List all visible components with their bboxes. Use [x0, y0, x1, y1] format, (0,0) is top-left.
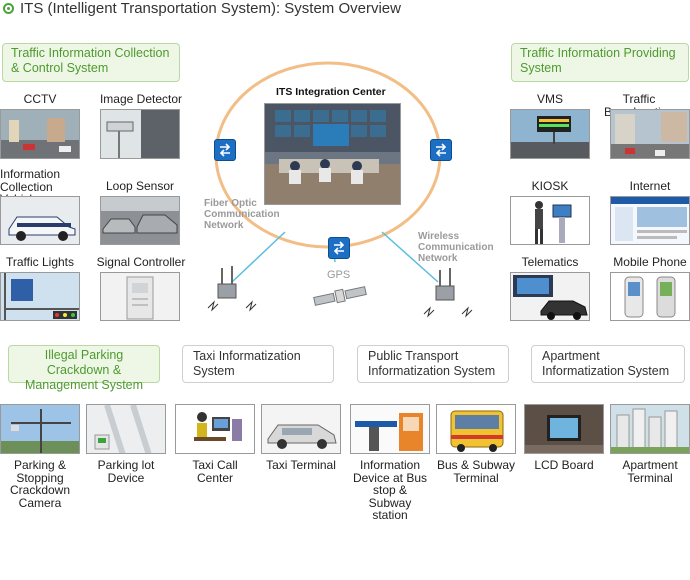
right-network-hub-icon — [430, 139, 452, 161]
mobile-phone-image — [610, 272, 690, 321]
internet-image — [610, 196, 690, 245]
lcd-board-image — [524, 404, 604, 454]
bus-terminal-image — [436, 404, 516, 454]
info-device-image — [350, 404, 430, 454]
signal-controller-label: Signal Controller — [96, 255, 186, 269]
kiosk-image — [510, 196, 590, 245]
traffic-lights-image — [0, 272, 80, 321]
taxi-terminal-image — [261, 404, 341, 454]
lcd-board-label: LCD Board — [534, 458, 594, 472]
mobile-phone-label: Mobile Phone — [613, 255, 687, 269]
fiber-link-line — [231, 231, 286, 283]
traffic-lights-label: Traffic Lights — [5, 255, 75, 269]
integration-center-title: ITS Integration Center — [276, 86, 386, 98]
image-detector-label: Image Detector — [99, 92, 183, 106]
parking-camera-image — [0, 404, 80, 454]
taxi-call-center-label: Taxi Call Center — [192, 458, 238, 485]
category-parking-crackdown: Illegal Parking Crackdown & Management S… — [8, 345, 160, 392]
vms-label: VMS — [536, 92, 563, 106]
integration-center-image — [264, 103, 401, 205]
bus-terminal-label: Bus & Subway Terminal — [436, 458, 516, 485]
page-title: ITS (Intelligent Transportation System):… — [20, 0, 401, 17]
category-taxi: Taxi Informatization System — [182, 345, 334, 383]
wireless-network-label: Wireless Communication Network — [418, 231, 494, 264]
gps-network-hub-icon — [328, 237, 350, 259]
apartment-terminal-image — [610, 404, 690, 454]
category-info-providing: Traffic Information Providing System — [511, 43, 689, 82]
category-collection-control: Traffic Information Collection & Control… — [2, 43, 180, 82]
info-vehicle-image — [0, 196, 80, 245]
gps-satellite-icon — [313, 286, 367, 306]
parking-lot-label: Parking lot Device — [97, 458, 155, 485]
signal-controller-image — [100, 272, 180, 321]
title-bullet-icon — [3, 3, 14, 14]
cctv-image — [0, 109, 80, 159]
wireless-link-line — [381, 231, 439, 283]
category-apartment: Apartment Informatization System — [531, 345, 685, 383]
info-device-label: Information Device at Bus stop & Subway … — [352, 458, 428, 522]
parking-camera-label: Parking & Stopping Crackdown Camera — [9, 458, 71, 510]
right-antenna-icon — [423, 268, 473, 318]
left-network-hub-icon — [214, 139, 236, 161]
broadcasting-image — [610, 109, 690, 159]
category-public-transport: Public Transport Informatization System — [357, 345, 509, 383]
loop-sensor-label: Loop Sensor — [105, 179, 175, 193]
taxi-terminal-label: Taxi Terminal — [266, 458, 336, 472]
taxi-call-center-image — [175, 404, 255, 454]
telematics-label: Telematics — [521, 255, 579, 269]
vms-image — [510, 109, 590, 159]
telematics-image — [510, 272, 590, 321]
kiosk-label: KIOSK — [531, 179, 569, 193]
gps-label: GPS — [327, 269, 351, 281]
internet-label: Internet — [629, 179, 671, 193]
apartment-terminal-label: Apartment Terminal — [622, 458, 678, 485]
loop-sensor-image — [100, 196, 180, 245]
cctv-label: CCTV — [23, 92, 57, 106]
fiber-network-label: Fiber Optic Communication Network — [204, 198, 280, 231]
image-detector-image — [100, 109, 180, 159]
left-antenna-icon — [207, 266, 257, 312]
parking-lot-image — [86, 404, 166, 454]
